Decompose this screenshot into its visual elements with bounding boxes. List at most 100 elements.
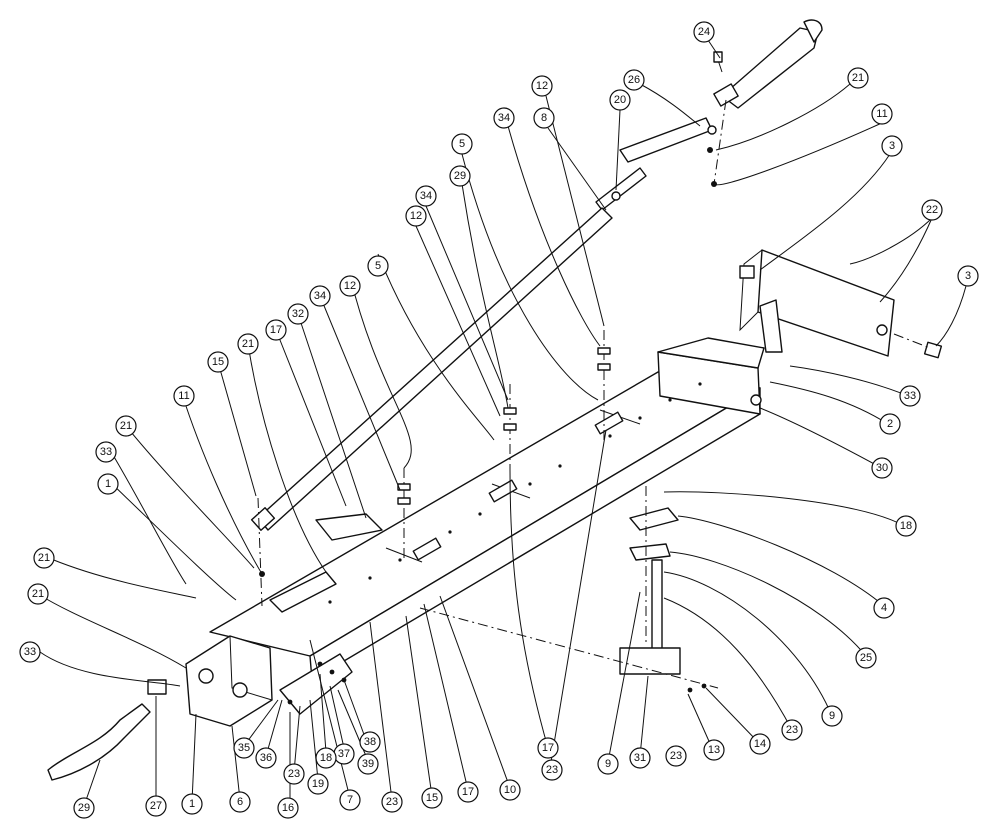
hitch-hole-right: [232, 682, 248, 698]
callout-34-c: 34: [309, 285, 331, 307]
callout-39: 39: [357, 753, 379, 775]
callout-label-23: 23: [386, 796, 398, 808]
callout-label-35: 35: [238, 742, 250, 754]
callout-29-b: 29: [73, 797, 95, 819]
callout-circle-6: [229, 791, 251, 813]
callout-33-a: 33: [95, 441, 117, 463]
callout-label-23: 23: [288, 768, 300, 780]
callout-label-19: 19: [312, 778, 324, 790]
leader-21: [715, 83, 851, 151]
callout-label-5: 5: [459, 138, 465, 150]
hitch-block-6: [185, 635, 273, 727]
leader-22b: [849, 217, 933, 265]
callout-circle-2: [879, 413, 901, 435]
leader-13: [687, 693, 713, 749]
callout-circle-21: [27, 583, 49, 605]
callout-label-4: 4: [881, 602, 887, 614]
callout-label-36: 36: [260, 752, 272, 764]
callout-circle-10: [499, 779, 521, 801]
callout-11-top: 11: [871, 103, 893, 125]
callout-34-b: 34: [415, 185, 437, 207]
nut-13: [687, 687, 693, 693]
arm-end-cap: [803, 19, 823, 43]
callout-label-24: 24: [698, 26, 710, 38]
callout-circle-5: [367, 255, 389, 277]
leader-21c: [37, 593, 187, 669]
callout-21-d: 21: [33, 547, 55, 569]
leader-29: [461, 183, 509, 409]
callout-circle-26: [623, 69, 645, 91]
callout-label-14: 14: [754, 738, 766, 750]
callout-circle-13: [703, 739, 725, 761]
leader-25: [669, 551, 867, 657]
callout-label-13: 13: [708, 744, 720, 756]
callout-label-21: 21: [852, 72, 864, 84]
foot-plate-31: [619, 647, 681, 675]
callout-circle-21: [847, 67, 869, 89]
leader-24: [707, 39, 721, 59]
callout-circle-20: [609, 89, 631, 111]
washer: [597, 363, 611, 371]
leader-21l: [247, 343, 327, 573]
callout-33-b: 33: [899, 385, 921, 407]
callout-32: 32: [287, 303, 309, 325]
callout-circle-25: [855, 647, 877, 669]
callout-27: 27: [145, 795, 167, 817]
bracket-gusset: [759, 299, 783, 353]
callout-label-37: 37: [338, 748, 350, 760]
leader-34r: [507, 125, 601, 347]
callout-14: 14: [749, 733, 771, 755]
hole: [398, 558, 402, 562]
callout-label-11: 11: [876, 108, 887, 120]
hole: [558, 464, 562, 468]
callout-label-23: 23: [786, 724, 798, 736]
callouts: 24 26 20 21 8 12 11 34 3 5 29 22 12 34 3…: [19, 21, 979, 819]
beam-top-face: [209, 371, 761, 657]
lift-cylinder-assembly: [250, 19, 823, 531]
callout-circle-38: [359, 731, 381, 753]
callout-label-34: 34: [498, 112, 510, 124]
callout-3-b: 3: [957, 265, 979, 287]
callout-label-31: 31: [634, 752, 646, 764]
hitch-hole-left: [198, 668, 214, 684]
callout-label-12: 12: [344, 280, 356, 292]
leader-5r: [461, 153, 599, 401]
pin-20: [611, 191, 621, 201]
callout-label-21: 21: [38, 552, 50, 564]
leader-12r: [545, 95, 605, 327]
callout-label-5: 5: [375, 260, 381, 272]
callout-15-b: 15: [421, 787, 443, 809]
callout-circle-1: [181, 793, 203, 815]
hole: [328, 600, 332, 604]
bushing-3-right: [923, 341, 943, 359]
leader-33b: [39, 651, 181, 687]
leader-11: [713, 121, 885, 186]
callout-23-b: 23: [665, 745, 687, 767]
callout-circle-3: [957, 265, 979, 287]
centerline-base: [419, 607, 719, 689]
callout-label-22: 22: [926, 204, 938, 216]
hitch-block-edge: [229, 635, 273, 701]
callout-20: 20: [609, 89, 631, 111]
callout-circle-19: [307, 773, 329, 795]
callout-5-b: 5: [367, 255, 389, 277]
callout-label-23: 23: [670, 750, 682, 762]
callout-circle-23: [381, 791, 403, 813]
callout-circle-3: [881, 135, 903, 157]
callout-label-29: 29: [78, 802, 90, 814]
callout-23-e: 23: [283, 763, 305, 785]
callout-label-21: 21: [120, 420, 132, 432]
bracket-box-22: [757, 249, 895, 357]
callout-circle-18: [315, 747, 337, 769]
callout-label-34: 34: [314, 290, 326, 302]
leader-17b: [423, 603, 469, 791]
callout-label-6: 6: [237, 796, 243, 808]
callout-label-25: 25: [860, 652, 872, 664]
leader-3a: [759, 153, 891, 271]
hole: [638, 416, 642, 420]
callout-circle-23: [283, 763, 305, 785]
leader-20: [615, 109, 621, 191]
washer: [597, 347, 611, 355]
callout-label-18: 18: [900, 520, 912, 532]
callout-18-b: 18: [315, 747, 337, 769]
